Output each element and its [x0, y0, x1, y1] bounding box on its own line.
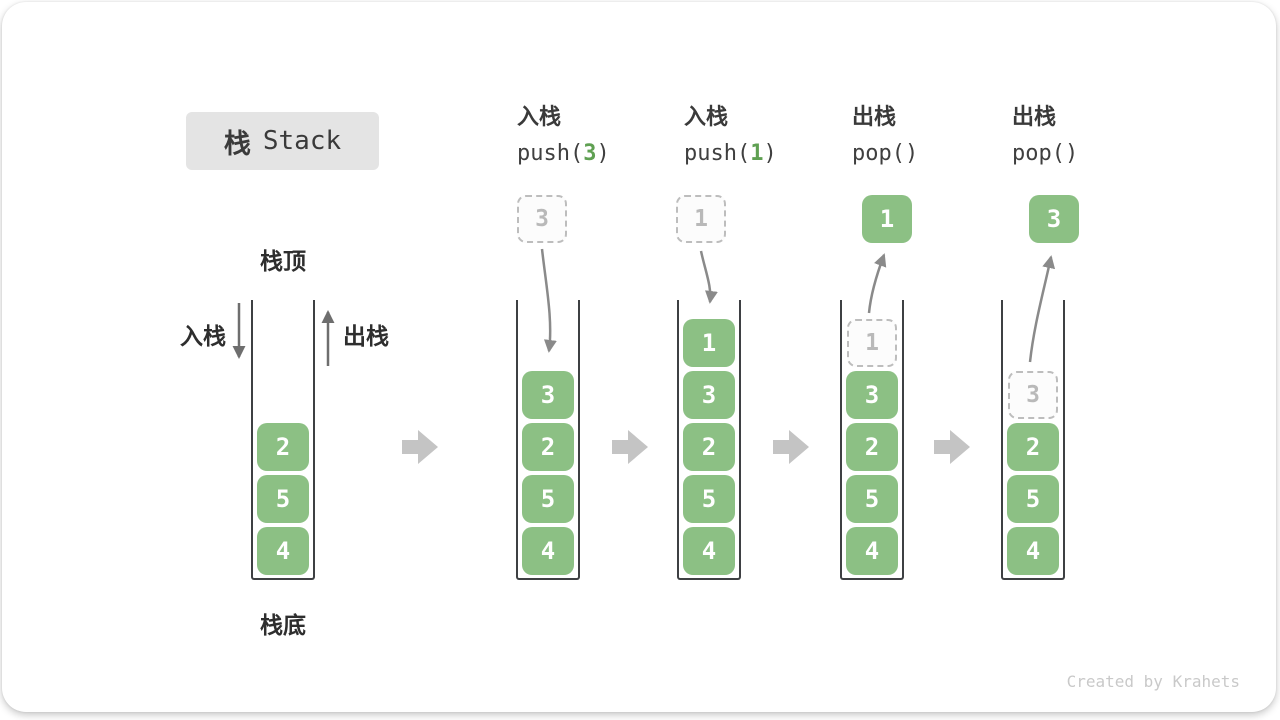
stack-block: 4 [522, 527, 574, 575]
ghost-block: 3 [1008, 371, 1058, 419]
step-arrow-1 [402, 430, 438, 464]
operation-code: pop() [1012, 141, 1078, 166]
stack-block: 4 [683, 527, 735, 575]
operation-name: 入栈 [517, 104, 562, 129]
step-arrow-3 [773, 430, 809, 464]
stack-column-5: 3 2 5 4 [1001, 300, 1065, 580]
operation-code: push(3) [517, 141, 610, 166]
value-text: 3 [1046, 205, 1062, 233]
operation-name: 出栈 [852, 104, 897, 129]
code-pre: pop( [1012, 141, 1065, 166]
stack-column-3: 1 3 2 5 4 [677, 300, 741, 580]
operation-label-push-3: 入栈 push(3) [517, 104, 610, 166]
operation-name: 出栈 [1012, 104, 1057, 129]
title-zh: 栈 [223, 128, 251, 159]
stack-block: 2 [257, 423, 309, 471]
stack-column-2: 3 2 5 4 [516, 300, 580, 580]
push-flow-arrow-2 [699, 250, 718, 304]
operation-label-push-1: 入栈 push(1) [684, 104, 777, 166]
code-arg: 1 [750, 141, 764, 166]
ghost-block: 1 [847, 319, 897, 367]
code-post: ) [596, 141, 610, 166]
operation-name: 入栈 [684, 104, 729, 129]
popped-value-box: 1 [862, 195, 912, 243]
code-pre: pop( [852, 141, 905, 166]
value-text: 1 [879, 205, 895, 233]
operation-code: push(1) [684, 141, 777, 166]
stack-block: 4 [1007, 527, 1059, 575]
step-arrow-4 [934, 430, 970, 464]
stack-top-label: 栈顶 [260, 248, 306, 274]
title-en: Stack [262, 126, 342, 156]
operation-label-pop-2: 出栈 pop() [1012, 104, 1078, 166]
stack-block: 5 [1007, 475, 1059, 523]
stack-block: 3 [683, 371, 735, 419]
operation-code: pop() [852, 141, 918, 166]
incoming-value-box: 3 [517, 195, 567, 243]
stack-block: 5 [846, 475, 898, 523]
stack-block: 5 [257, 475, 309, 523]
code-post: ) [1064, 141, 1079, 166]
code-post: ) [763, 141, 777, 166]
stack-column-1: 2 5 4 [251, 300, 315, 580]
stack-column-4: 1 3 2 5 4 [840, 300, 904, 580]
stack-block: 5 [683, 475, 735, 523]
value-text: 3 [535, 206, 549, 232]
stack-block: 5 [522, 475, 574, 523]
pop-side-label: 出栈 [343, 323, 389, 349]
stack-block: 3 [522, 371, 574, 419]
code-post: ) [904, 141, 919, 166]
popped-value-box: 3 [1029, 195, 1079, 243]
watermark: Created by Krahets [1066, 672, 1240, 691]
stack-block: 1 [683, 319, 735, 367]
code-pre: push( [684, 141, 751, 166]
code-pre: push( [517, 141, 584, 166]
push-side-label: 入栈 [180, 323, 226, 349]
stack-block: 2 [683, 423, 735, 471]
incoming-value-box: 1 [676, 195, 726, 243]
value-text: 1 [694, 206, 708, 232]
stack-block: 3 [846, 371, 898, 419]
title-box: 栈 Stack [186, 112, 379, 170]
operation-label-pop-1: 出栈 pop() [852, 104, 918, 166]
stack-block: 4 [257, 527, 309, 575]
stack-block: 2 [1007, 423, 1059, 471]
step-arrow-2 [612, 430, 648, 464]
stack-block: 4 [846, 527, 898, 575]
code-arg: 3 [583, 141, 597, 166]
stack-bottom-label: 栈底 [260, 612, 306, 638]
stack-block: 2 [522, 423, 574, 471]
stack-block: 2 [846, 423, 898, 471]
